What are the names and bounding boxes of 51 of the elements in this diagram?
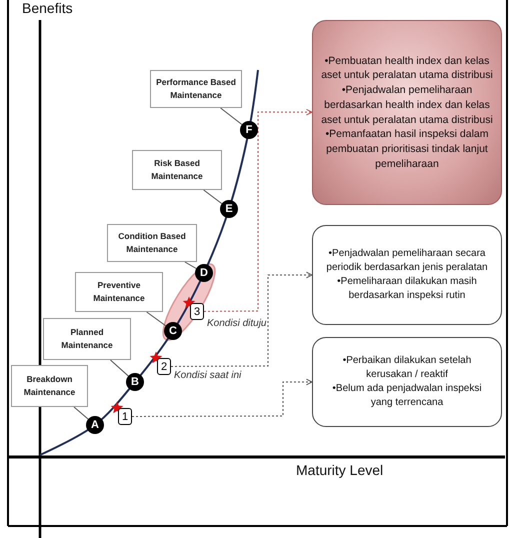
- callout-text: Planned Maintenance: [60, 326, 114, 352]
- connector-arrow: [132, 378, 312, 417]
- info-panel: [312, 225, 502, 325]
- axis-title: Benefits: [22, 0, 73, 16]
- step-number: 2: [160, 360, 168, 372]
- leader-line: [146, 312, 166, 326]
- status-note: Kondisi dituju: [207, 318, 266, 329]
- bullet-text: •Penjadwalan pemeliharaan secara periodik berdasarkan jenis peralatan: [325, 247, 489, 275]
- callout-box: [107, 224, 197, 262]
- bullet-text: •Perbaikan dilakukan setelah kerusakan / reaktif: [342, 354, 472, 382]
- number-badge: [118, 408, 132, 425]
- callout-box: [150, 70, 242, 108]
- number-badge: [157, 358, 171, 375]
- leader-line: [110, 360, 129, 376]
- stage-circle: [86, 416, 104, 434]
- connector-arrow: [204, 108, 312, 312]
- step-number: 1: [122, 410, 128, 422]
- step-number: 3: [194, 306, 200, 318]
- callout-text: Performance Based Maintenance: [155, 76, 237, 102]
- connector-arrow: [170, 272, 312, 367]
- callout-box: [75, 272, 163, 312]
- stage-circle: [240, 121, 258, 139]
- bullet-text: •Pembuatan health index dan kelas aset untuk peralatan utama distribusi: [321, 54, 493, 84]
- leader-line: [220, 108, 242, 125]
- stage-letter: F: [246, 124, 252, 136]
- stage-letter: B: [131, 376, 139, 388]
- callout-text: Breakdown Maintenance: [22, 373, 76, 399]
- number-badge: [190, 303, 204, 320]
- bullet-text: •Pemanfaatan hasil inspeksi dalam pembuatan prioritisasi tindak lanjut pemeliharaan: [324, 127, 490, 172]
- status-note: Kondisi saat ini: [174, 370, 242, 381]
- info-panel: [312, 337, 502, 427]
- stage-letter: A: [91, 419, 99, 431]
- stage-circle: [220, 200, 238, 218]
- leader-line: [74, 406, 89, 420]
- leader-line: [203, 190, 222, 204]
- bullet-text: •Pemeliharaan dilakukan masih berdasarkan inspeksi rutin: [336, 275, 478, 303]
- stage-letter: E: [225, 203, 233, 215]
- axis-title: Maturity Level: [296, 462, 384, 478]
- stage-circle: [126, 373, 144, 391]
- bullet-text: •Penjadwalan pemeliharaan berdasarkan health index dan kelas aset untuk peralatan utama distribusi: [321, 83, 493, 128]
- leader-line: [184, 262, 197, 269]
- stage-letter: C: [169, 325, 177, 337]
- info-panel: [312, 20, 502, 205]
- stage-letter: D: [200, 267, 208, 279]
- callout-box: [43, 318, 131, 360]
- bullet-text: •Belum ada penjadwalan inspeksi yang terrencana: [331, 382, 483, 410]
- callout-text: Condition Based Maintenance: [117, 230, 187, 256]
- callout-text: Risk Based Maintenance: [150, 157, 204, 183]
- callout-text: Preventive Maintenance: [92, 279, 146, 305]
- callout-box: [11, 365, 88, 407]
- callout-box: [132, 150, 222, 190]
